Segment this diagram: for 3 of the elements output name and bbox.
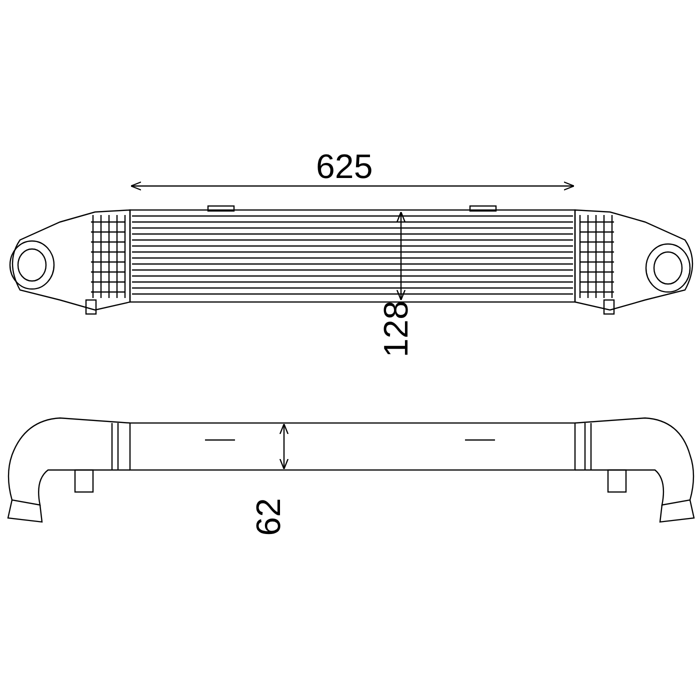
- dimension-label: 128: [379, 300, 414, 358]
- dimension-label: 62: [252, 498, 286, 536]
- dimension-label: 625: [316, 150, 373, 184]
